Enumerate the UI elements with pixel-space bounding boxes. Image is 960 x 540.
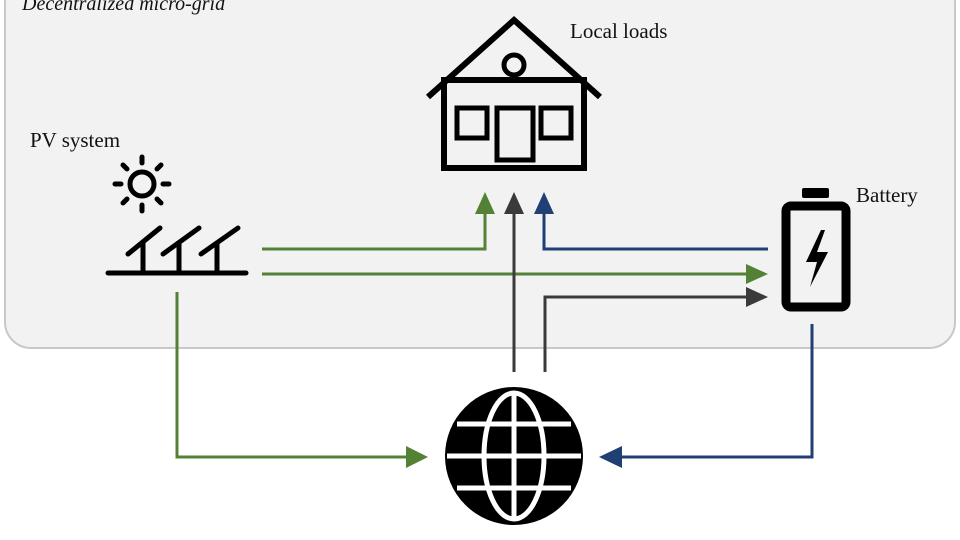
pv-system-label: PV system (30, 128, 120, 152)
battery-label: Battery (856, 183, 918, 207)
sun-icon (112, 154, 172, 214)
micro-grid-region (4, 0, 956, 349)
flow-grid-to-loads (504, 192, 524, 372)
globe-icon (445, 387, 583, 525)
flow-battery-to-loads (534, 192, 768, 251)
battery-icon (781, 188, 851, 312)
flow-pv-to-loads (262, 192, 495, 251)
local-loads-label: Local loads (570, 19, 667, 43)
flow-battery-to-grid (599, 324, 814, 468)
flow-pv-to-grid (175, 292, 428, 468)
solar-panel-icon (105, 225, 249, 276)
micro-grid-title: Decentralized micro-grid (21, 0, 226, 15)
flow-grid-to-battery (543, 287, 768, 372)
house-icon (425, 15, 603, 171)
flow-pv-to-battery (262, 264, 768, 284)
